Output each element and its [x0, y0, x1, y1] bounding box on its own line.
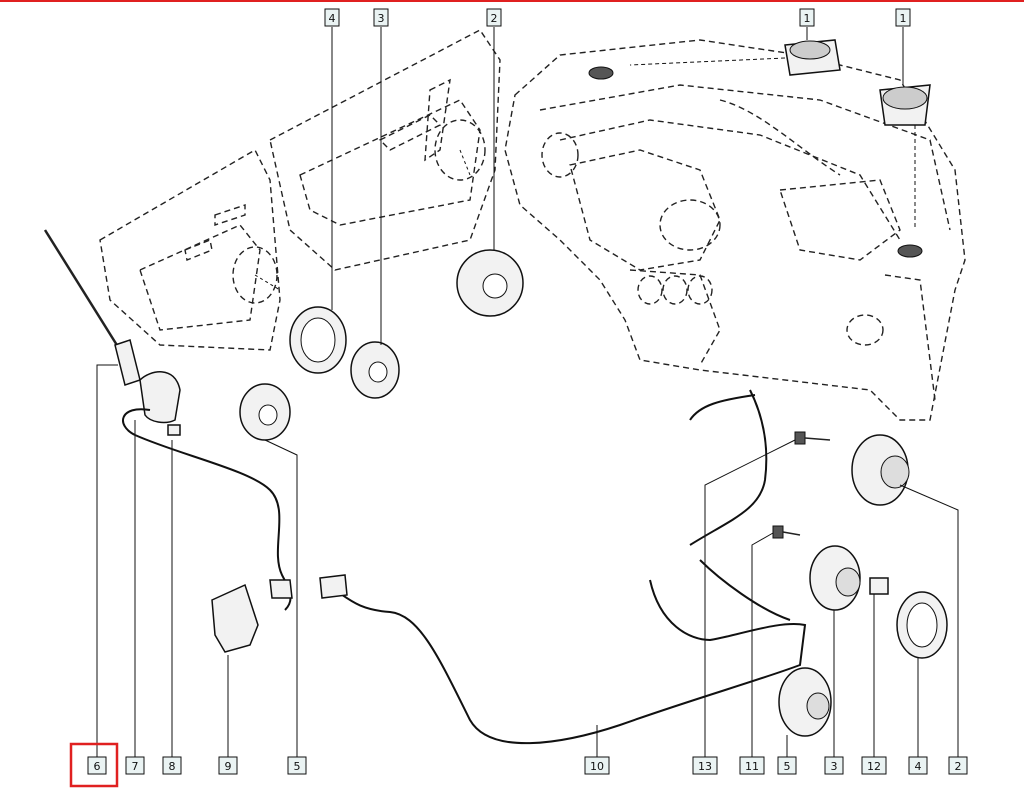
dashboard-outline: [504, 39, 966, 421]
callout-bottom-10[interactable]: 10: [584, 756, 610, 775]
clip-part-9: [211, 583, 259, 653]
top-border: [0, 0, 1024, 2]
svg-text:4: 4: [329, 12, 336, 25]
svg-text:9: 9: [225, 760, 232, 773]
svg-text:3: 3: [831, 760, 838, 773]
speaker-front-2: [456, 249, 524, 317]
callout-bottom-2[interactable]: 2: [948, 756, 968, 775]
callout-bottom-5b[interactable]: 5: [777, 756, 797, 775]
rear-door-panel: [99, 149, 281, 351]
svg-text:5: 5: [784, 760, 791, 773]
svg-text:7: 7: [132, 760, 139, 773]
speaker-2-right: [851, 434, 910, 506]
tweeter-1a: [784, 39, 841, 76]
speaker-3-right: [809, 545, 861, 611]
screw-13: [794, 431, 831, 445]
svg-text:13: 13: [698, 760, 712, 773]
callout-top-1b: 1: [895, 8, 911, 27]
callout-top-1a: 1: [799, 8, 815, 27]
callout-highlight-box: [69, 742, 119, 788]
svg-text:4: 4: [915, 760, 922, 773]
callout-bottom-5a[interactable]: 5: [287, 756, 307, 775]
svg-text:3: 3: [378, 12, 385, 25]
speaker-5-right: [778, 667, 832, 737]
harness-cable-10: [334, 579, 807, 745]
callout-bottom-9[interactable]: 9: [218, 756, 238, 775]
ring-4-right: [896, 591, 948, 659]
svg-text:2: 2: [491, 12, 498, 25]
callout-bottom-11[interactable]: 11: [739, 756, 765, 775]
speaker-5-left: [239, 383, 291, 441]
front-door-panel: [269, 29, 501, 271]
harness-connector: [319, 574, 348, 599]
callout-bottom-13[interactable]: 13: [692, 756, 718, 775]
callout-bottom-7[interactable]: 7: [125, 756, 145, 775]
clip-12: [869, 577, 889, 595]
svg-text:12: 12: [867, 760, 881, 773]
callout-bottom-4[interactable]: 4: [908, 756, 928, 775]
callout-bottom-8[interactable]: 8: [162, 756, 182, 775]
screw-11: [772, 525, 801, 539]
callout-bottom-6[interactable]: 6: [87, 756, 107, 775]
antenna-connector: [269, 579, 293, 599]
speaker-rear-3: [350, 341, 400, 399]
svg-text:8: 8: [169, 760, 176, 773]
callout-bottom-12[interactable]: 12: [861, 756, 887, 775]
callout-top-2: 2: [486, 8, 502, 27]
callout-top-3: 3: [373, 8, 389, 27]
svg-text:5: 5: [294, 760, 301, 773]
callout-bottom-3[interactable]: 3: [824, 756, 844, 775]
callout-top-4: 4: [324, 8, 340, 27]
speaker-rear-ring-4: [289, 306, 347, 374]
svg-text:11: 11: [745, 760, 759, 773]
svg-text:2: 2: [955, 760, 962, 773]
leader-lines: [96, 27, 959, 757]
svg-text:1: 1: [804, 12, 811, 25]
svg-text:6: 6: [94, 760, 101, 773]
svg-text:10: 10: [590, 760, 604, 773]
tweeter-1b: [879, 84, 931, 126]
svg-text:1: 1: [900, 12, 907, 25]
